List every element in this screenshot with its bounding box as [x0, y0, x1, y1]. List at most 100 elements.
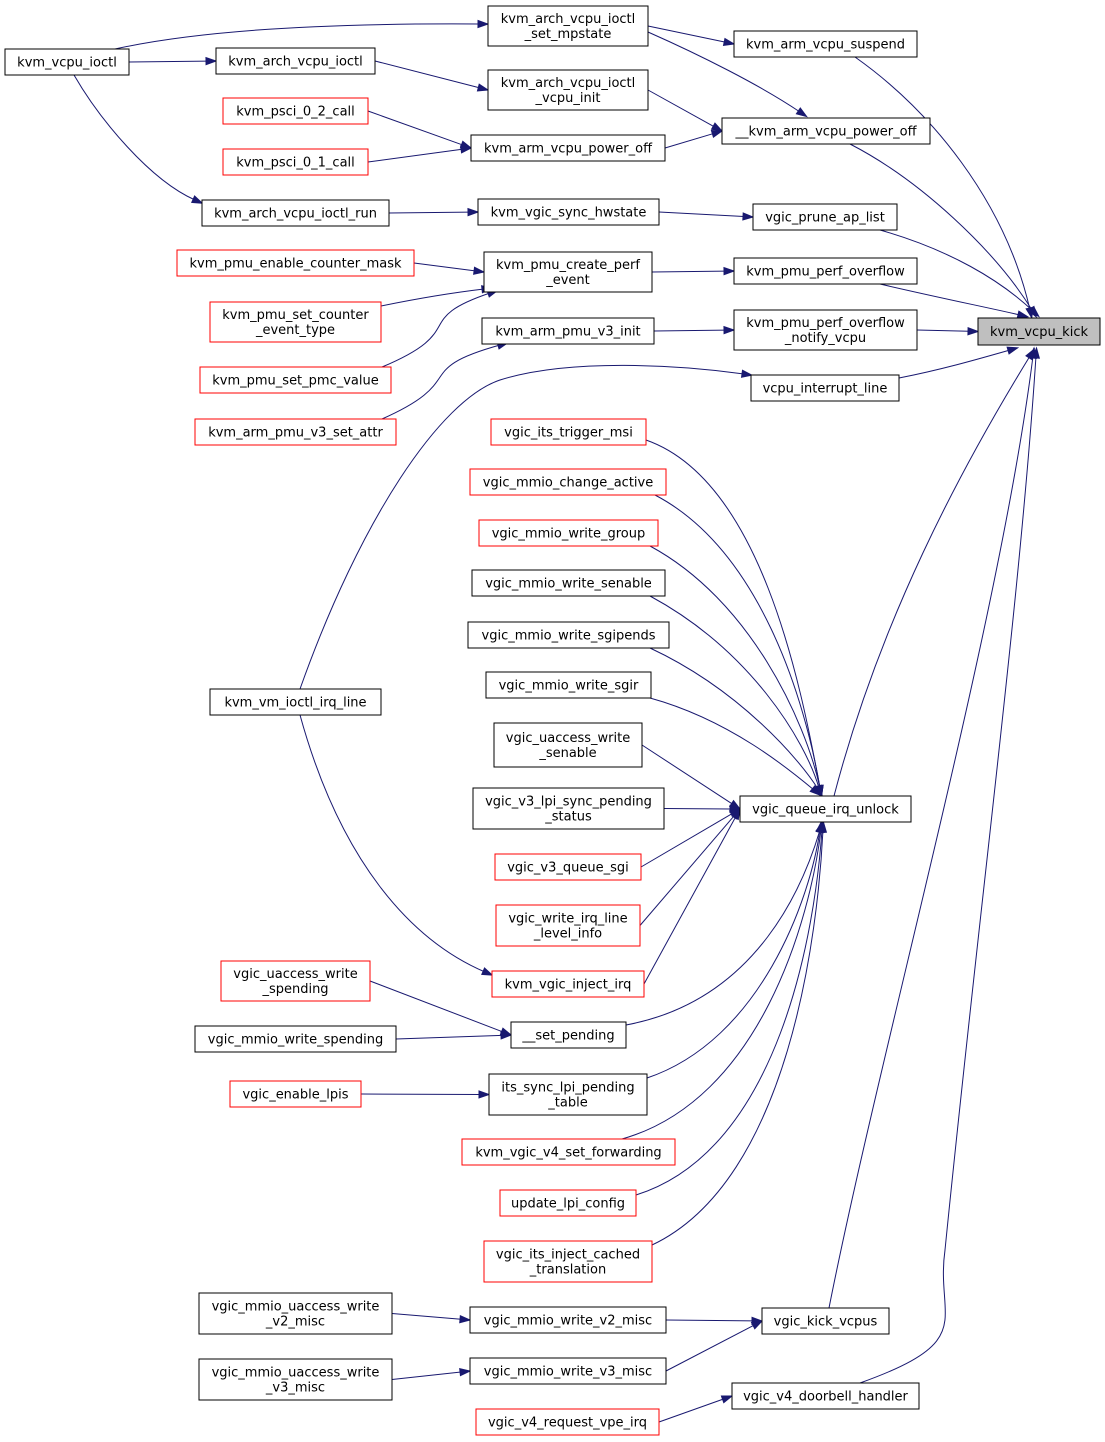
node-vgic-mmio-write-sgir[interactable]: vgic_mmio_write_sgir [485, 671, 652, 699]
node-label: vgic_v4_request_vpe_irq [488, 1416, 647, 1431]
node-kvm-vcpu-ioctl[interactable]: kvm_vcpu_ioctl [4, 48, 130, 76]
node-its-sync-lpi-pending-table[interactable]: its_sync_lpi_pending_table [488, 1073, 648, 1116]
node-kvm-arm-vcpu-power-off-int[interactable]: __kvm_arm_vcpu_power_off [721, 117, 931, 145]
node-kvm-psci-0-1-call[interactable]: kvm_psci_0_1_call [222, 148, 369, 176]
node-vgic-mmio-uaccess-write-v2-misc[interactable]: vgic_mmio_uaccess_write_v2_misc [198, 1292, 393, 1335]
node-label: _event_type [255, 323, 335, 338]
node-kvm-vm-ioctl-irq-line[interactable]: kvm_vm_ioctl_irq_line [209, 688, 382, 716]
node-kvm-pmu-perf-overflow-notify-vcpu[interactable]: kvm_pmu_perf_overflow_notify_vcpu [733, 309, 918, 351]
node-vgic-its-inject-cached-translation[interactable]: vgic_its_inject_cached_translation [483, 1240, 653, 1283]
edge-line [643, 816, 737, 985]
node-box [483, 1240, 653, 1283]
edge-line [625, 829, 821, 1026]
node-vgic-its-trigger-msi[interactable]: vgic_its_trigger_msi [490, 418, 647, 446]
node-vgic-v4-request-vpe-irq[interactable]: vgic_v4_request_vpe_irq [475, 1408, 660, 1436]
edge-kvm_arm_vcpu_power_off-to-kvm_arm_vcpu_power_off_int [664, 129, 724, 149]
node-label: kvm_pmu_set_counter [222, 308, 369, 323]
node-box [199, 366, 392, 394]
edge-line [388, 211, 470, 214]
node-kvm-pmu-set-counter-event-type[interactable]: kvm_pmu_set_counter_event_type [209, 301, 382, 343]
edge-arrowhead [967, 327, 980, 336]
edge-arrowhead [481, 967, 494, 976]
node-kvm-arm-pmu-v3-set-attr[interactable]: kvm_arm_pmu_v3_set_attr [194, 418, 397, 446]
edge-arrowhead [460, 145, 473, 154]
node-vgic-mmio-change-active[interactable]: vgic_mmio_change_active [469, 468, 667, 496]
node-vgic-mmio-write-sgipends[interactable]: vgic_mmio_write_sgipends [467, 621, 670, 649]
node-kvm-arch-vcpu-ioctl[interactable]: kvm_arch_vcpu_ioctl [215, 47, 376, 75]
node-vgic-v3-lpi-sync-pending-status[interactable]: vgic_v3_lpi_sync_pending_status [472, 787, 665, 830]
node-vgic-v4-doorbell-handler[interactable]: vgic_v4_doorbell_handler [731, 1382, 920, 1410]
node-box [483, 251, 653, 293]
node-vgic-mmio-write-senable[interactable]: vgic_mmio_write_senable [471, 569, 666, 597]
node-kvm-vgic-inject-irq[interactable]: kvm_vgic_inject_irq [491, 970, 645, 998]
node-update-lpi-config[interactable]: update_lpi_config [499, 1189, 637, 1217]
node-kvm-psci-0-2-call[interactable]: kvm_psci_0_2_call [222, 97, 369, 125]
edge-vgic_v3_lpi_sync_pending_status-to-vgic_queue_irq_unlock [663, 804, 742, 814]
node-kvm-arch-vcpu-ioctl-vcpu-init[interactable]: kvm_arch_vcpu_ioctl_vcpu_init [487, 69, 649, 111]
edge-vgic_mmio_write_v2_misc-to-vgic_kick_vcpus [665, 1316, 764, 1326]
edge-arrowhead [710, 129, 724, 139]
edge-kvm_arch_vcpu_ioctl_run-to-kvm_vgic_sync_hwstate [388, 207, 480, 217]
node-label: _senable [538, 746, 596, 761]
node-box [194, 1025, 397, 1053]
edge-line [395, 1034, 503, 1040]
node-vgic-queue-irq-unlock[interactable]: vgic_queue_irq_unlock [739, 795, 912, 823]
edge-arrowhead [1028, 306, 1040, 318]
node-label: _status [544, 810, 592, 825]
node-kvm-arm-vcpu-suspend[interactable]: kvm_arm_vcpu_suspend [733, 30, 918, 58]
node-vcpu-interrupt-line[interactable]: vcpu_interrupt_line [750, 374, 900, 402]
node-label: kvm_vgic_inject_irq [505, 978, 632, 993]
node-vgic-prune-ap-list[interactable]: vgic_prune_ap_list [752, 203, 898, 231]
node-vgic-mmio-uaccess-write-v3-misc[interactable]: vgic_mmio_uaccess_write_v3_misc [198, 1358, 393, 1401]
node-box [469, 1306, 667, 1334]
node-vgic-mmio-write-spending[interactable]: vgic_mmio_write_spending [194, 1025, 397, 1053]
node-kvm-pmu-perf-overflow[interactable]: kvm_pmu_perf_overflow [733, 257, 918, 285]
node-kvm-arch-vcpu-ioctl-run[interactable]: kvm_arch_vcpu_ioctl_run [201, 199, 390, 227]
edge-arrowhead [459, 1367, 472, 1377]
edge-vgic_enable_lpis-to-its_sync_lpi_pending_table [360, 1090, 491, 1099]
node-kvm-arch-vcpu-ioctl-set-mpstate[interactable]: kvm_arch_vcpu_ioctl_set_mpstate [487, 5, 649, 47]
node-vgic-mmio-write-group[interactable]: vgic_mmio_write_group [478, 519, 659, 547]
node-label: _translation [529, 1263, 606, 1278]
node-vgic-v3-queue-sgi[interactable]: vgic_v3_queue_sgi [494, 853, 642, 881]
node-label: kvm_pmu_enable_counter_mask [189, 257, 402, 272]
node-vgic-uaccess-write-spending[interactable]: vgic_uaccess_write_spending [220, 960, 371, 1002]
edge-line [299, 714, 486, 973]
node-kvm-arm-pmu-v3-init[interactable]: kvm_arm_pmu_v3_init [481, 317, 655, 345]
node-vgic-kick-vcpus[interactable]: vgic_kick_vcpus [761, 1307, 890, 1335]
node-box [220, 960, 371, 1002]
node-vgic-mmio-write-v2-misc[interactable]: vgic_mmio_write_v2_misc [469, 1306, 667, 1334]
node-box [475, 1408, 660, 1436]
node-kvm-vgic-sync-hwstate[interactable]: kvm_vgic_sync_hwstate [477, 198, 660, 226]
node-kvm-pmu-enable-counter-mask[interactable]: kvm_pmu_enable_counter_mask [176, 249, 415, 277]
edge-line [649, 545, 821, 789]
node-vgic-write-irq-line-level-info[interactable]: vgic_write_irq_line_level_info [495, 904, 641, 947]
edge-line [665, 1319, 754, 1322]
edge-line [647, 89, 715, 128]
node-label: vgic_kick_vcpus [774, 1315, 878, 1330]
edge-vgic_prune_ap_list-to-kvm_vcpu_kick [879, 229, 1040, 318]
node-set-pending[interactable]: __set_pending [510, 1021, 627, 1049]
edge-vgic_mmio_write_senable-to-vgic_queue_irq_unlock [649, 595, 823, 798]
edge-line [898, 349, 1011, 379]
node-kvm-vcpu-kick[interactable]: kvm_vcpu_kick [977, 317, 1101, 346]
edge-arrowhead [205, 56, 218, 66]
node-box [750, 374, 900, 402]
edge-vgic_mmio_write_v3_misc-to-vgic_kick_vcpus [665, 1320, 764, 1372]
node-label: __set_pending [521, 1029, 614, 1044]
node-box [731, 1382, 920, 1410]
edge-arrowhead [191, 195, 204, 204]
node-vgic-mmio-write-v3-misc[interactable]: vgic_mmio_write_v3_misc [469, 1357, 667, 1385]
node-kvm-pmu-create-perf-event[interactable]: kvm_pmu_create_perf_event [483, 251, 653, 293]
node-vgic-uaccess-write-senable[interactable]: vgic_uaccess_write_senable [493, 722, 643, 768]
edge-arrowhead [795, 107, 808, 118]
node-kvm-arm-vcpu-power-off[interactable]: kvm_arm_vcpu_power_off [470, 134, 666, 162]
node-label: kvm_arch_vcpu_ioctl [228, 55, 363, 70]
edge-line [641, 744, 733, 805]
node-label: vgic_write_irq_line [508, 912, 627, 927]
node-box [491, 970, 645, 998]
node-kvm-pmu-set-pmc-value[interactable]: kvm_pmu_set_pmc_value [199, 366, 392, 394]
node-kvm-vgic-v4-set-forwarding[interactable]: kvm_vgic_v4_set_forwarding [461, 1138, 676, 1166]
node-vgic-enable-lpis[interactable]: vgic_enable_lpis [229, 1080, 362, 1108]
